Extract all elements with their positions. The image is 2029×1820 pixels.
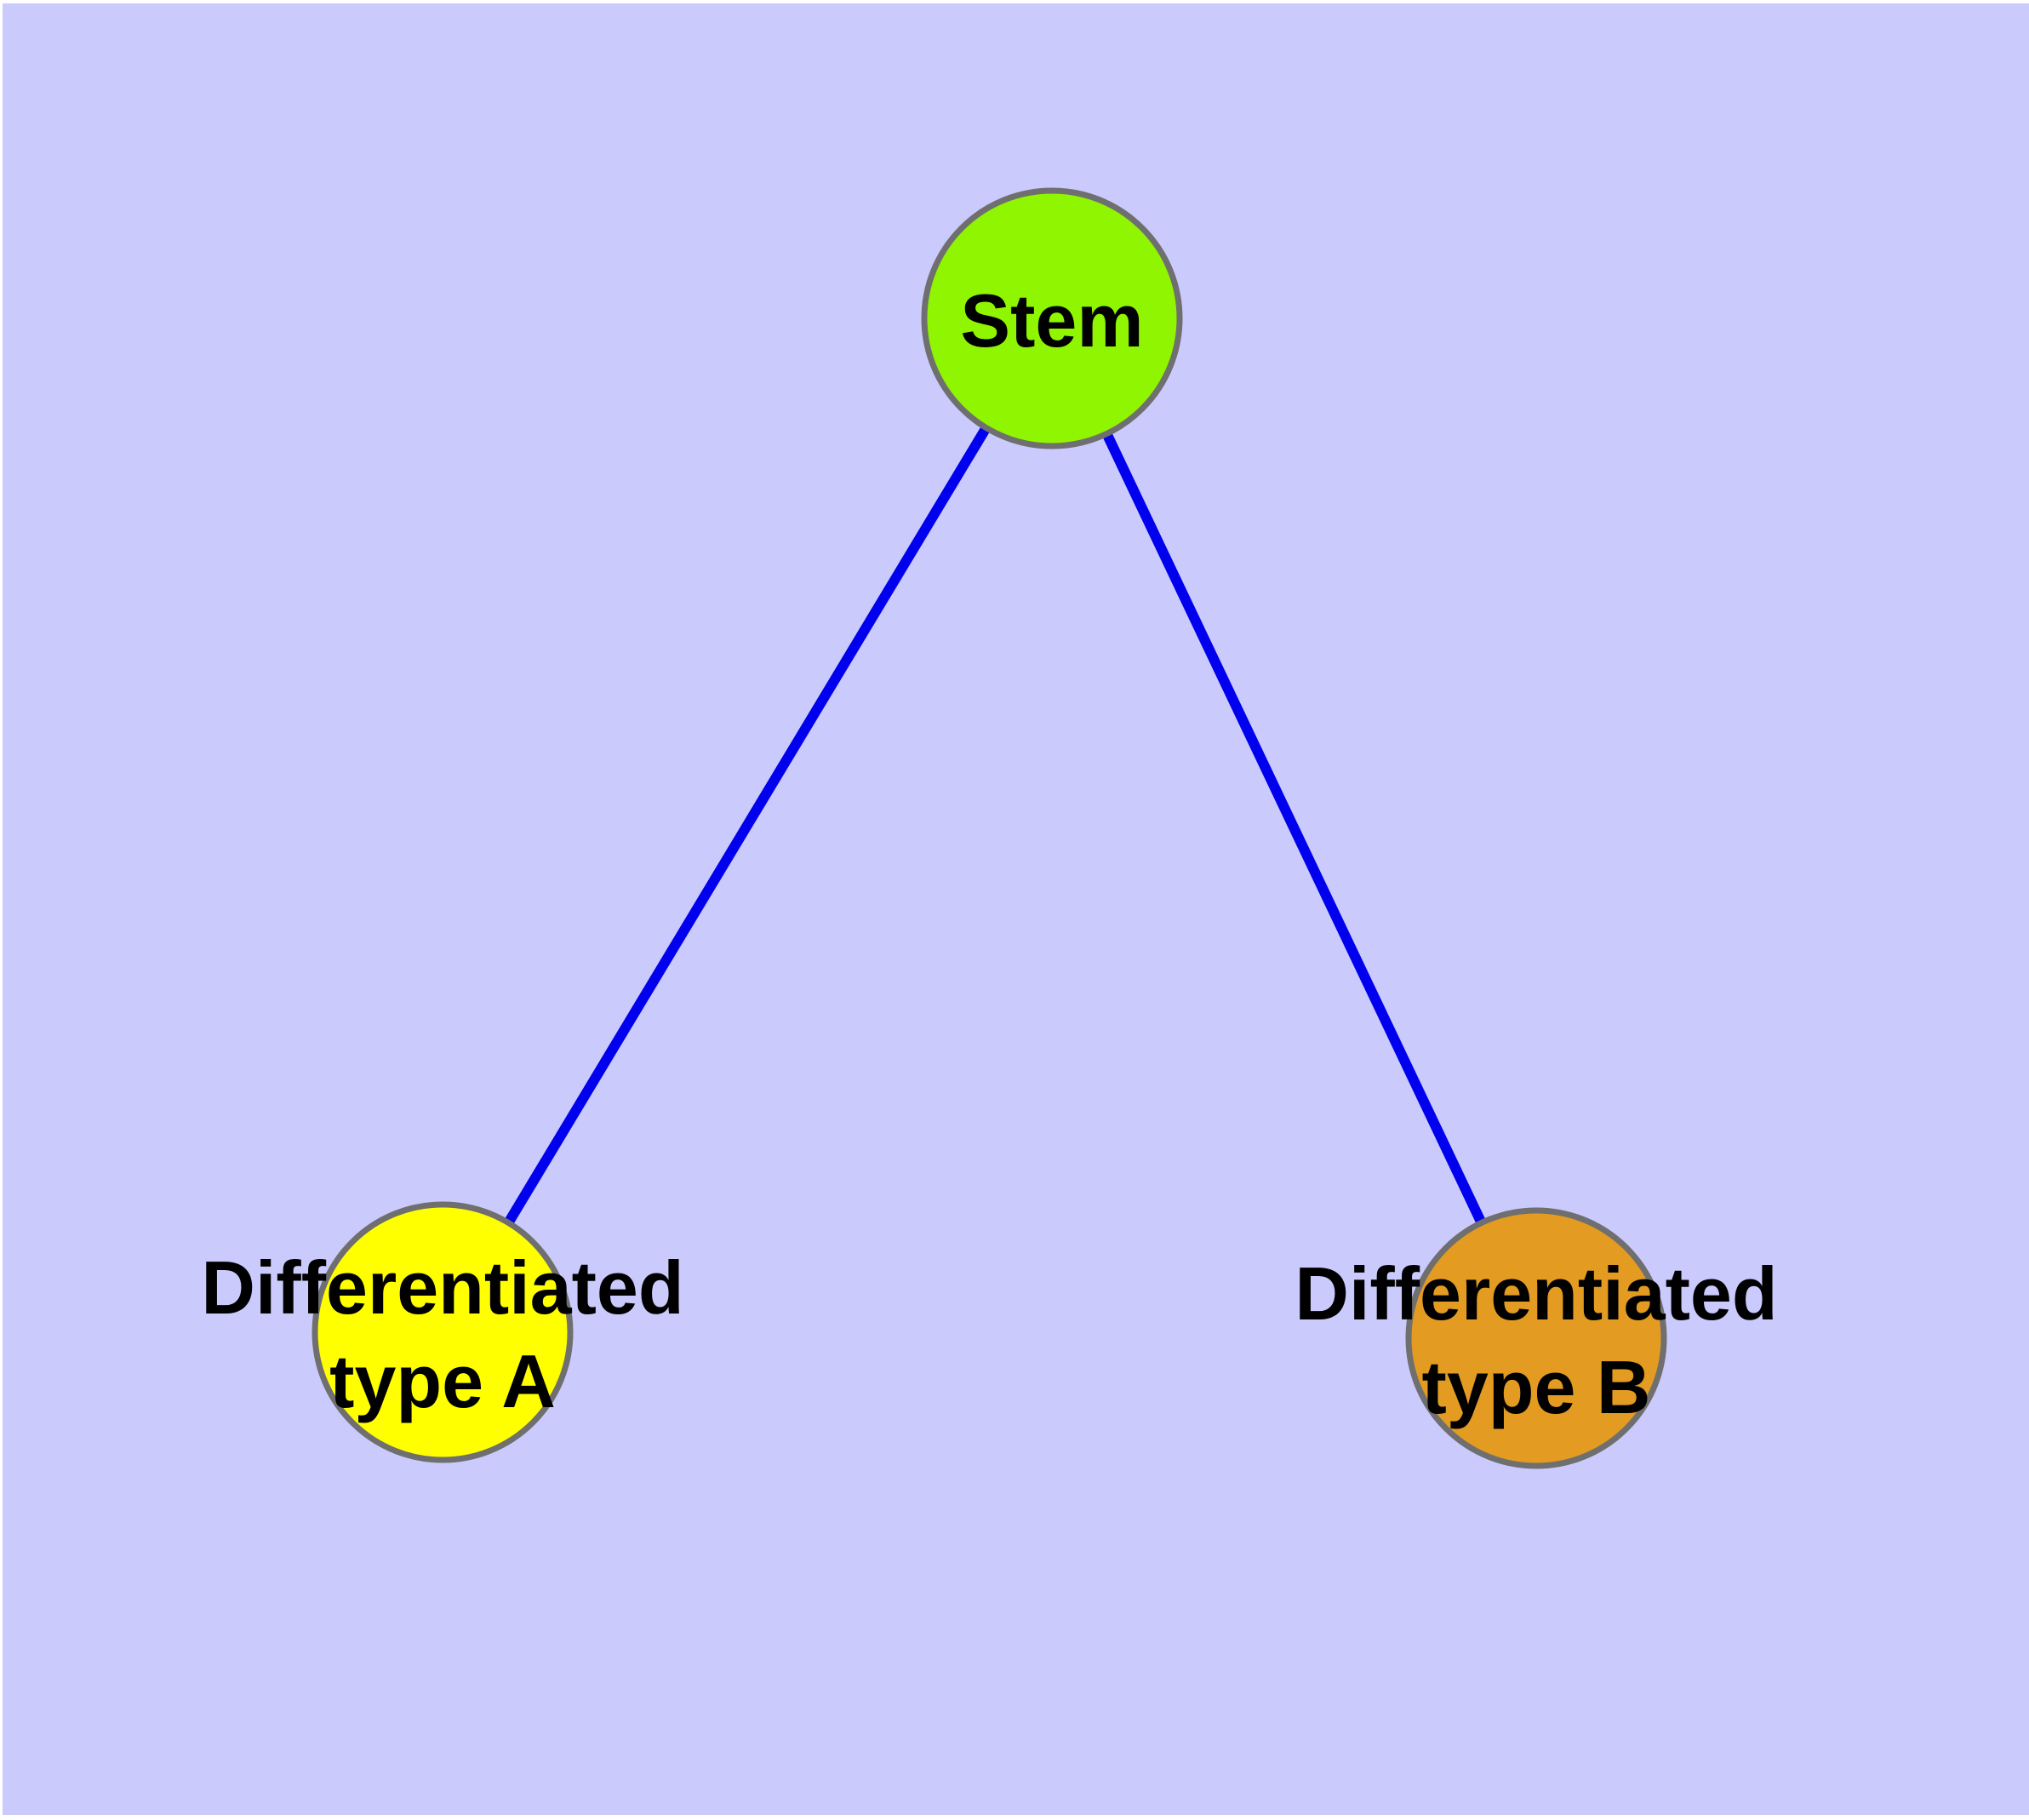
node-label-diff-b: Differentiated type B [1295, 1251, 1777, 1429]
node-label-line: Differentiated [201, 1245, 683, 1330]
node-label-line: Stem [960, 278, 1143, 363]
node-diff-a [311, 1201, 574, 1463]
edge-stem-to-diff-b [1047, 316, 1541, 1341]
node-label-stem: Stem [960, 278, 1143, 363]
node-stem [921, 187, 1183, 449]
node-diff-b [1405, 1207, 1667, 1469]
node-label-line: type B [1422, 1345, 1651, 1429]
edge-stem-to-diff-a [437, 315, 1057, 1336]
edges-layer [437, 315, 1541, 1341]
nodes-layer [311, 187, 1667, 1469]
node-label-diff-a: Differentiated type A [201, 1245, 683, 1423]
node-label-line: type A [329, 1339, 556, 1423]
node-label-line: Differentiated [1295, 1251, 1777, 1336]
